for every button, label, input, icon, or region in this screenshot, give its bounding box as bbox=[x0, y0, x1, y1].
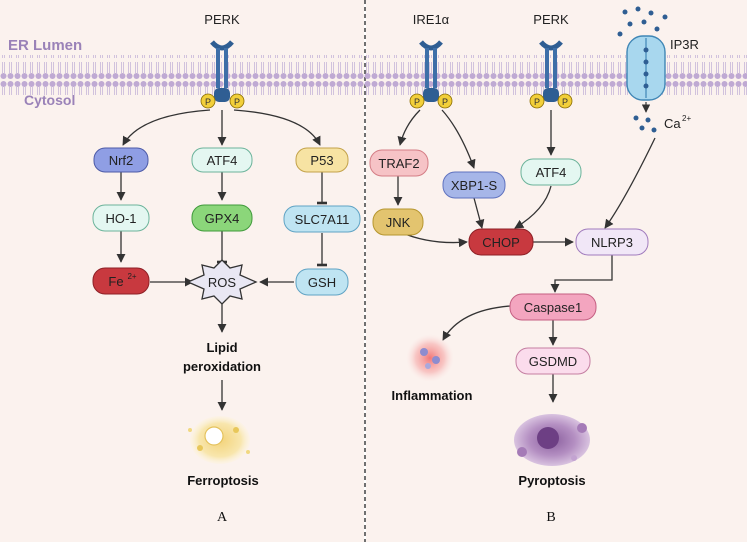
svg-text:SLC7A11: SLC7A11 bbox=[295, 212, 350, 227]
inflammation-label: Inflammation bbox=[392, 388, 473, 403]
calcium-ions-lumen bbox=[617, 6, 668, 37]
phospho-left-perk-b: P bbox=[529, 93, 545, 109]
svg-text:GPX4: GPX4 bbox=[205, 211, 240, 226]
perk-receptor-a bbox=[210, 40, 234, 102]
svg-text:XBP1-S: XBP1-S bbox=[451, 178, 498, 193]
phospho-right-ire1: P bbox=[437, 93, 453, 109]
atf4-node-a: ATF4 bbox=[191, 147, 253, 173]
pyroptosis-label: Pyroptosis bbox=[518, 473, 585, 488]
chop-node: CHOP bbox=[468, 228, 534, 256]
ire1-receptor bbox=[419, 40, 443, 102]
ip3r-channel bbox=[626, 35, 666, 101]
phospho-right-a: P bbox=[229, 93, 245, 109]
svg-text:NLRP3: NLRP3 bbox=[591, 235, 633, 250]
phospho-left-a: P bbox=[200, 93, 216, 109]
svg-text:CHOP: CHOP bbox=[482, 235, 520, 250]
svg-text:HO-1: HO-1 bbox=[105, 211, 136, 226]
panel-a-label: A bbox=[217, 510, 228, 525]
traf2-node: TRAF2 bbox=[369, 149, 429, 177]
pyroptosis-cell-illustration bbox=[514, 414, 590, 466]
svg-text:2+: 2+ bbox=[127, 272, 136, 281]
calcium-charge: 2+ bbox=[682, 114, 691, 123]
calcium-label: Ca bbox=[664, 116, 681, 131]
xbp1s-node: XBP1-S bbox=[442, 171, 506, 199]
jnk-node: JNK bbox=[372, 208, 424, 236]
phospho-right-perk-b: P bbox=[557, 93, 573, 109]
perk-label-b: PERK bbox=[533, 12, 569, 27]
er-lumen-label: ER Lumen bbox=[8, 37, 82, 54]
panel-b-label: B bbox=[546, 510, 555, 525]
svg-text:ROS: ROS bbox=[208, 275, 237, 290]
svg-text:P: P bbox=[534, 97, 540, 107]
cytosol-label: Cytosol bbox=[24, 92, 75, 108]
lipid-peroxidation-line1: Lipid bbox=[206, 340, 237, 355]
ire1-label: IRE1α bbox=[413, 12, 450, 27]
panel-a-connectors bbox=[116, 109, 328, 411]
svg-text:Fe: Fe bbox=[108, 274, 123, 289]
svg-text:Caspase1: Caspase1 bbox=[524, 300, 583, 315]
slc7a11-node: SLC7A11 bbox=[283, 205, 361, 233]
ferroptosis-cell-illustration bbox=[188, 416, 250, 464]
svg-text:Nrf2: Nrf2 bbox=[109, 153, 134, 168]
gsdmd-node: GSDMD bbox=[515, 347, 591, 375]
ho1-node: HO-1 bbox=[92, 204, 150, 232]
svg-text:P: P bbox=[234, 97, 240, 107]
nrf2-node: Nrf2 bbox=[93, 147, 149, 173]
nlrp3-node: NLRP3 bbox=[575, 228, 649, 256]
gsh-node: GSH bbox=[295, 268, 349, 296]
gpx4-node: GPX4 bbox=[191, 204, 253, 232]
svg-text:ATF4: ATF4 bbox=[536, 165, 567, 180]
svg-text:P: P bbox=[205, 97, 211, 107]
atf4-node-b: ATF4 bbox=[520, 158, 582, 186]
perk-receptor-b bbox=[539, 40, 563, 102]
phospho-left-ire1: P bbox=[409, 93, 425, 109]
lipid-peroxidation-line2: peroxidation bbox=[183, 359, 261, 374]
svg-text:P53: P53 bbox=[310, 153, 333, 168]
inflammation-illustration bbox=[406, 334, 454, 382]
svg-text:P: P bbox=[414, 97, 420, 107]
svg-text:TRAF2: TRAF2 bbox=[378, 156, 419, 171]
svg-text:JNK: JNK bbox=[386, 215, 411, 230]
svg-text:GSDMD: GSDMD bbox=[529, 354, 577, 369]
ros-node: ROS bbox=[186, 259, 258, 305]
fe-node: Fe 2+ bbox=[92, 267, 150, 295]
svg-text:P: P bbox=[442, 97, 448, 107]
panel-b-connectors bbox=[393, 109, 656, 403]
caspase1-node: Caspase1 bbox=[509, 293, 597, 321]
svg-text:P: P bbox=[562, 97, 568, 107]
calcium-ions-cytosol bbox=[633, 115, 657, 133]
svg-text:GSH: GSH bbox=[308, 275, 336, 290]
svg-text:ATF4: ATF4 bbox=[207, 153, 238, 168]
p53-node: P53 bbox=[295, 147, 349, 173]
er-membrane bbox=[0, 55, 747, 95]
ip3r-label: IP3R bbox=[670, 37, 699, 52]
ferroptosis-label: Ferroptosis bbox=[187, 473, 259, 488]
perk-label-a: PERK bbox=[204, 12, 240, 27]
